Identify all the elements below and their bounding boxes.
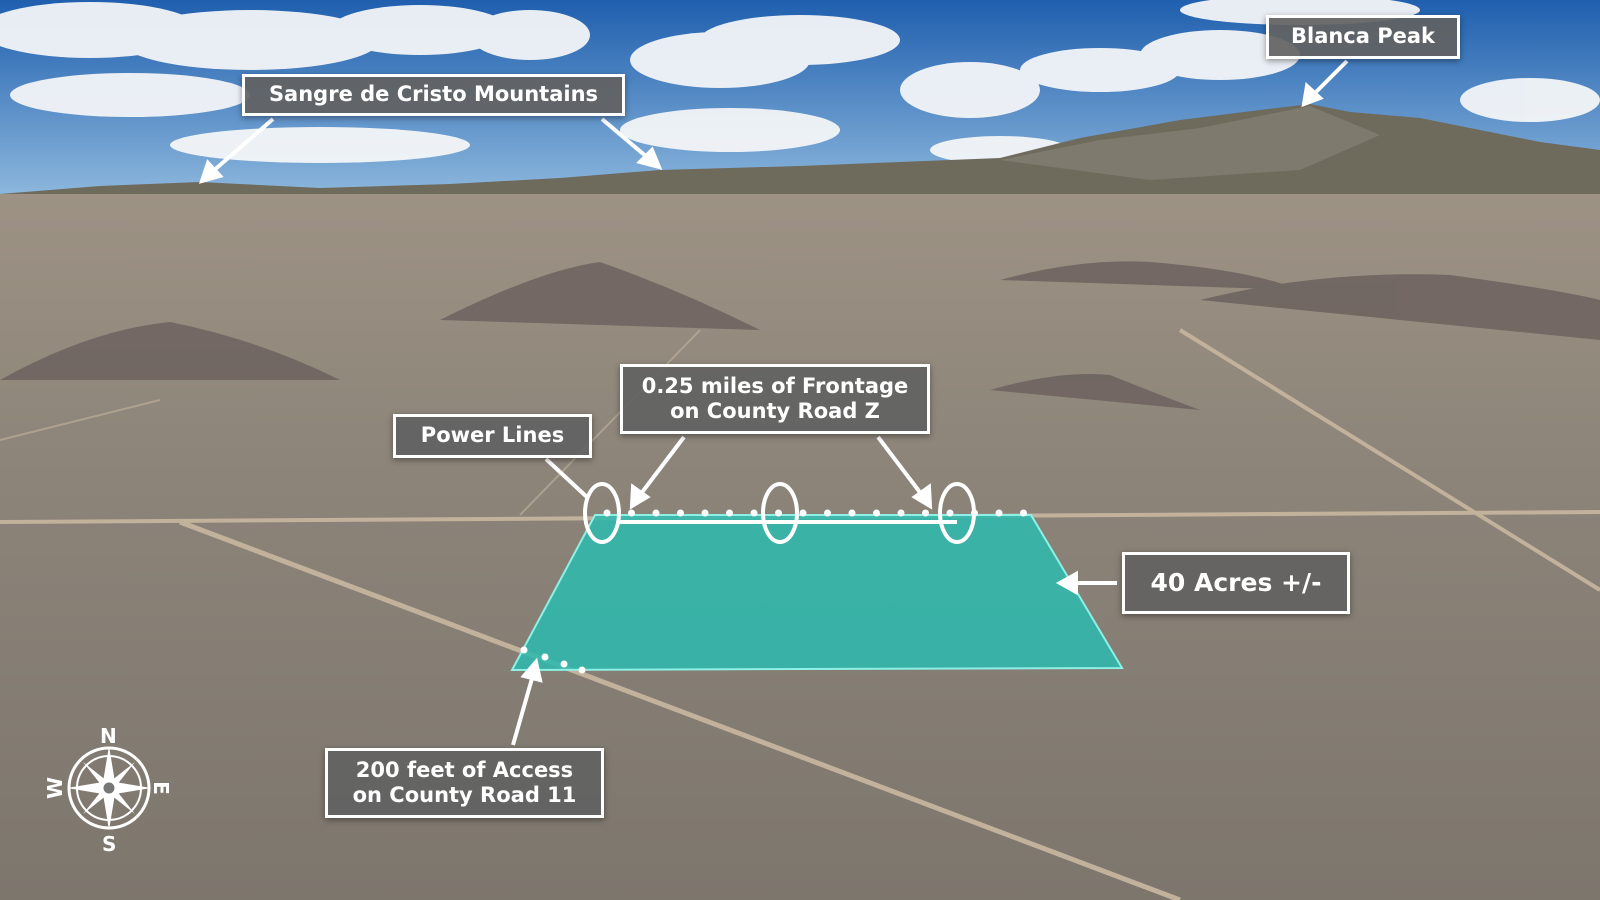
power-pole-dot xyxy=(603,509,611,517)
power-pole-dot xyxy=(995,509,1003,517)
compass-east: E xyxy=(148,781,173,795)
compass-south: S xyxy=(102,832,117,856)
label-access: 200 feet of Access on County Road 11 xyxy=(325,748,604,818)
power-pole-dot xyxy=(897,509,905,517)
power-pole-dot xyxy=(677,509,684,517)
power-pole-dot xyxy=(922,509,929,517)
power-pole-dot xyxy=(873,509,880,517)
power-pole-dot xyxy=(652,509,660,517)
power-pole-dot xyxy=(946,509,954,517)
label-acreage: 40 Acres +/- xyxy=(1122,552,1350,614)
callout-arrows xyxy=(198,59,1349,746)
compass-north: N xyxy=(100,724,117,748)
power-pole-dot xyxy=(799,509,807,517)
label-power-lines: Power Lines xyxy=(393,414,592,458)
hills xyxy=(0,261,1600,410)
power-pole-dot xyxy=(848,509,856,517)
label-text: on County Road 11 xyxy=(352,783,577,807)
power-pole-dot xyxy=(520,646,528,654)
label-text: Sangre de Cristo Mountains xyxy=(268,82,599,107)
label-text: 200 feet of Access xyxy=(355,757,574,782)
label-text: 0.25 miles of Frontage xyxy=(641,373,909,398)
power-pole-dot xyxy=(1020,509,1027,517)
label-text: Blanca Peak xyxy=(1290,24,1436,49)
power-pole-dot xyxy=(578,666,586,674)
compass-rose-icon xyxy=(67,746,151,830)
power-line-markers xyxy=(583,482,976,544)
power-pole-dot xyxy=(750,509,758,517)
compass-west: W xyxy=(43,776,68,800)
label-sangre-de-cristo: Sangre de Cristo Mountains xyxy=(242,74,625,116)
power-pole-dot xyxy=(628,509,635,517)
label-text: Power Lines xyxy=(420,423,565,448)
label-blanca-peak: Blanca Peak xyxy=(1266,15,1460,59)
power-pole-dot xyxy=(726,509,733,517)
power-pole-dot xyxy=(701,509,709,517)
power-pole-dot xyxy=(824,509,831,517)
parcel-40-acres[interactable] xyxy=(510,514,1124,672)
power-pole-dot xyxy=(560,660,568,668)
label-frontage: 0.25 miles of Frontage on County Road Z xyxy=(620,364,930,434)
power-pole-dot xyxy=(775,509,782,517)
power-pole-dot xyxy=(541,653,549,661)
power-line-dots xyxy=(520,509,1027,674)
label-text: 40 Acres +/- xyxy=(1150,568,1322,597)
label-text: on County Road Z xyxy=(670,399,880,423)
